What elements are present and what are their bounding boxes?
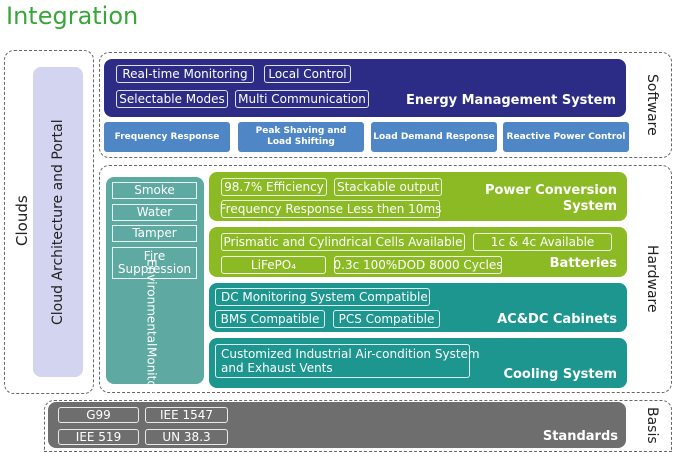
pcs-title: Power Conversion System [485,183,617,215]
standard-tag-g99: G99 [58,407,139,423]
cooling-tag-aircon: Customized Industrial Air-condition Syst… [215,344,480,378]
function-frequency-response: Frequency Response [104,122,230,152]
cabinets-panel: DC Monitoring System Compatible BMS Comp… [209,283,627,332]
env-item-water: Water [112,204,197,221]
basis-label: Basis [644,406,660,444]
ems-tag-multi-communication: Multi Communication [235,90,369,108]
battery-tag-c-rate: 1c & 4c Available [473,233,612,251]
pcs-tag-efficiency: 98.7% Efficiency [221,178,327,196]
cooling-tag-line2: and Exhaust Vents [221,361,333,375]
page-title: Integration [6,2,139,30]
battery-tag-cells: Prismatic and Cylindrical Cells Availabl… [221,233,465,251]
standards-panel: G99 IEE 1547 IEE 519 UN 38.3 Standards [48,402,626,448]
pcs-tag-stackable-output: Stackable output [334,178,442,196]
hardware-label: Hardware [644,245,660,313]
standard-tag-iee-519: IEE 519 [58,429,139,445]
pcs-title-line1: Power Conversion [484,183,617,198]
function-peak-shaving: Peak Shaving and Load Shifting [238,122,364,152]
cloud-portal-panel: Cloud Architecture and Portal [33,67,83,377]
env-label-line2: Monitoring [144,346,159,411]
clouds-label: Clouds [13,195,31,247]
function-reactive-power-control: Reactive Power Control [503,122,629,152]
pcs-title-line2: System [562,199,617,214]
software-box: Real-time Monitoring Local Control Selec… [99,52,672,158]
cooling-title: Cooling System [503,367,617,382]
cabinet-tag-bms: BMS Compatible [215,310,325,328]
ems-tag-local-control: Local Control [264,65,351,83]
basis-box: G99 IEE 1547 IEE 519 UN 38.3 Standards B… [44,400,672,452]
pcs-tag-frequency-response: Frequency Response Less then 10ms [219,200,442,218]
env-item-smoke: Smoke [112,182,197,199]
hardware-box: Smoke Water Tamper Fire Suppression Envi… [99,165,672,411]
env-label-line1: Environmental [144,259,159,347]
cooling-tag-line1: Customized Industrial Air-condition Syst… [221,347,480,361]
cabinet-tag-pcs: PCS Compatible [333,310,440,328]
battery-tag-cycles: 0.3c 100%DOD 8000 Cycles [333,256,503,274]
battery-tag-lifepo4: LiFePO₄ [221,256,326,274]
clouds-box: Clouds Cloud Architecture and Portal [4,50,94,394]
ems-panel: Real-time Monitoring Local Control Selec… [104,59,626,117]
ems-tag-realtime-monitoring: Real-time Monitoring [116,65,254,83]
ems-title: Energy Management System [405,93,616,108]
ems-tag-selectable-modes: Selectable Modes [116,90,228,108]
cooling-panel: Customized Industrial Air-condition Syst… [209,338,627,388]
env-item-tamper: Tamper [112,225,197,242]
function-load-demand-response: Load Demand Response [371,122,497,152]
pcs-panel: 98.7% Efficiency Stackable output Freque… [209,172,627,221]
cabinets-title: AC&DC Cabinets [497,312,617,327]
standard-tag-un-383: UN 38.3 [145,429,228,445]
cabinet-tag-dc-monitoring: DC Monitoring System Compatible [215,288,430,306]
env-item-fire-suppression: Fire Suppression [112,247,197,279]
batteries-panel: Prismatic and Cylindrical Cells Availabl… [209,227,627,277]
standard-tag-iee-1547: IEE 1547 [145,407,228,423]
env-monitoring-label: Environmental Monitoring [126,259,176,410]
env-panel: Smoke Water Tamper Fire Suppression Envi… [106,177,204,411]
software-label: Software [644,74,660,136]
batteries-title: Batteries [549,256,617,271]
standards-title: Standards [542,429,618,444]
